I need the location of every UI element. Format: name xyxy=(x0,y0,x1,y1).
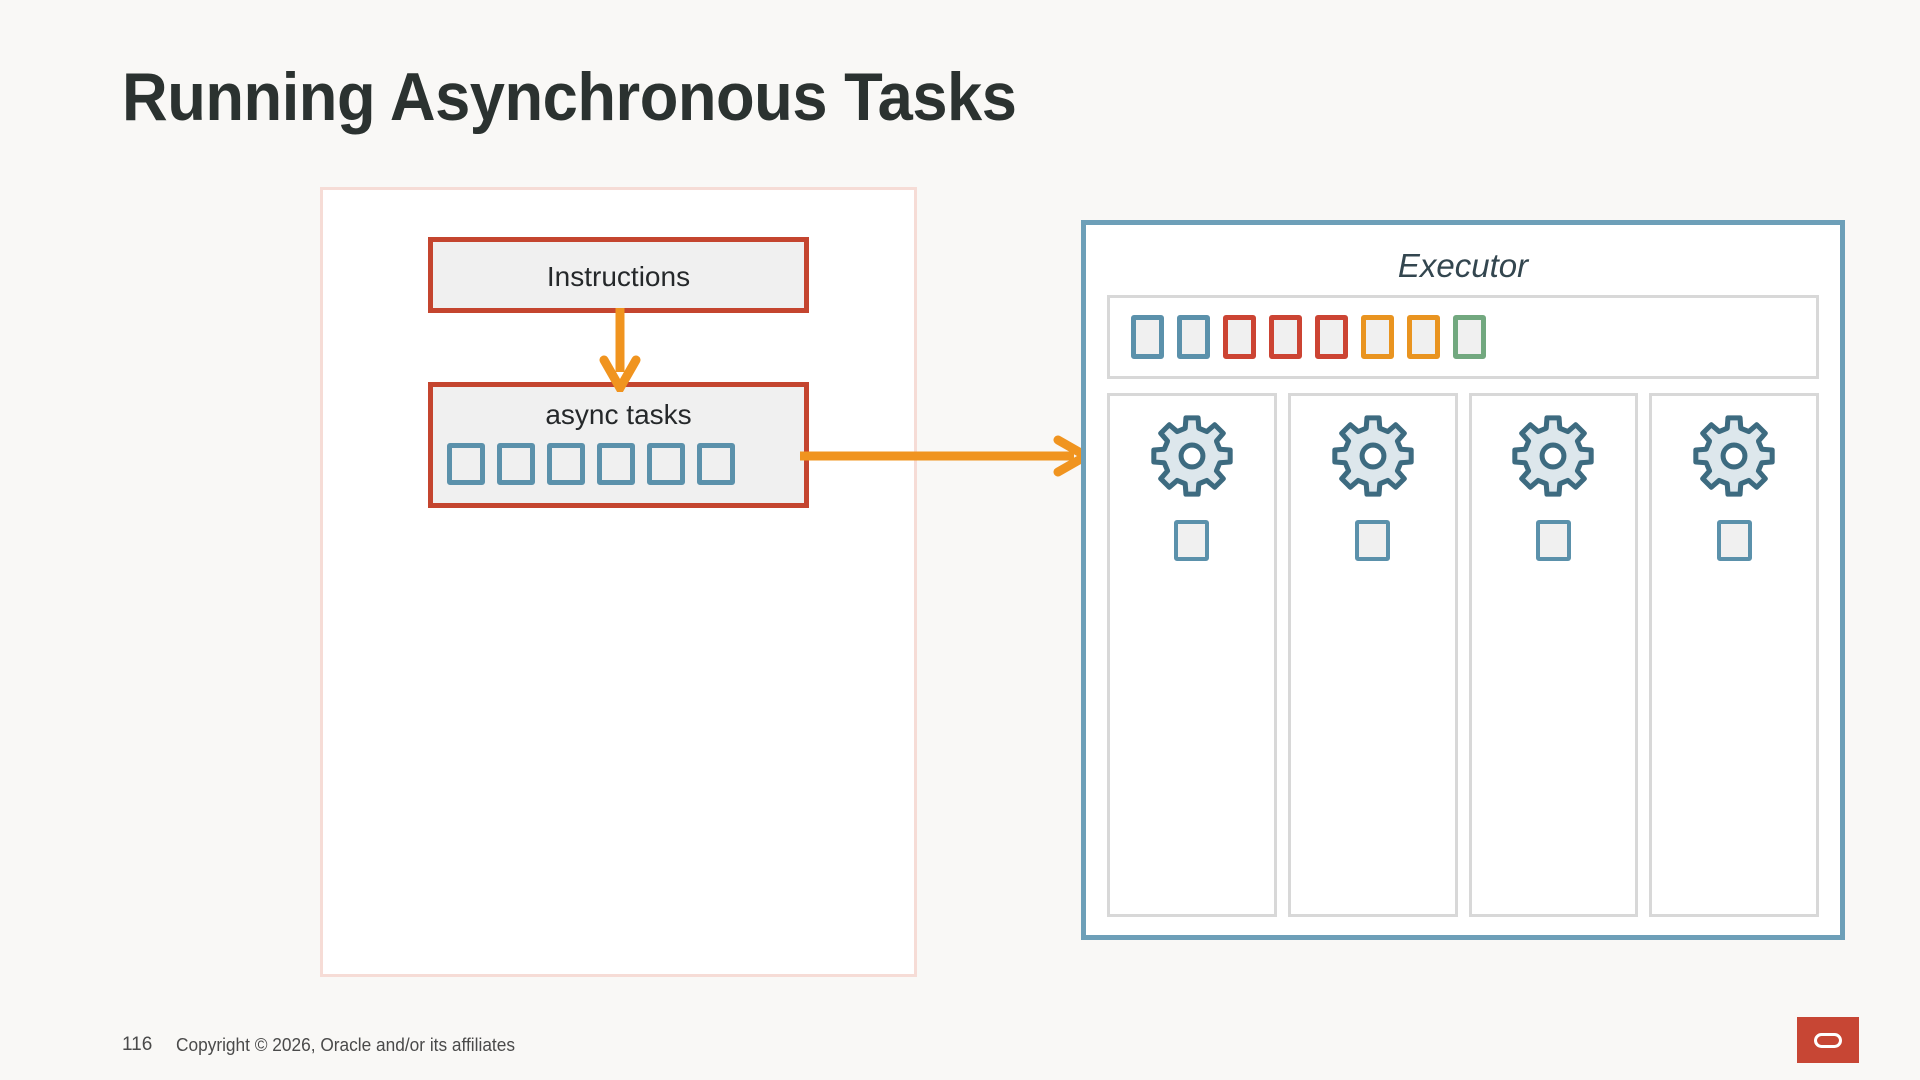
gear-icon xyxy=(1151,415,1233,497)
async-tasks-label: async tasks xyxy=(545,399,692,430)
arrow-right-icon xyxy=(800,435,1090,477)
async-task-square xyxy=(597,443,635,485)
executor-container: Executor xyxy=(1081,220,1845,940)
async-task-square xyxy=(697,443,735,485)
queue-task-square-orange xyxy=(1407,315,1440,359)
gear-wrap xyxy=(1291,414,1455,498)
worker-lane-3 xyxy=(1468,393,1639,917)
async-task-square xyxy=(547,443,585,485)
instructions-label: Instructions xyxy=(546,261,691,292)
worker-task-square xyxy=(1535,520,1571,561)
task-queue-square-row xyxy=(1131,315,1486,359)
arrow-down-icon xyxy=(599,308,641,392)
async-task-square-row xyxy=(447,443,735,485)
instructions-box: Instructions xyxy=(428,237,809,313)
async-task-square xyxy=(647,443,685,485)
page-title: Running Asynchronous Tasks xyxy=(122,59,1017,135)
worker-task-square-wrap xyxy=(1291,520,1455,561)
worker-task-square-wrap xyxy=(1472,520,1636,561)
queue-task-square-blue xyxy=(1131,315,1164,359)
copyright-notice: Copyright © 2026, Oracle and/or its affi… xyxy=(176,1035,515,1055)
queue-task-square-red xyxy=(1269,315,1302,359)
async-tasks-box: async tasks xyxy=(428,382,809,508)
executor-title: Executor xyxy=(1397,247,1529,284)
gear-icon xyxy=(1331,415,1414,497)
async-task-square xyxy=(497,443,535,485)
oracle-logo-mark xyxy=(1814,1032,1842,1048)
async-task-square xyxy=(447,443,485,485)
gear-icon xyxy=(1693,415,1775,497)
worker-task-square-wrap xyxy=(1652,520,1816,561)
worker-lane-row xyxy=(1107,393,1819,917)
gear-wrap xyxy=(1472,414,1636,498)
queue-task-square-red xyxy=(1315,315,1348,359)
worker-task-square xyxy=(1355,520,1391,561)
queue-task-square-orange xyxy=(1361,315,1394,359)
queue-task-square-green xyxy=(1453,315,1486,359)
worker-task-square xyxy=(1716,520,1752,561)
worker-lane-1 xyxy=(1107,393,1277,917)
worker-task-square-wrap xyxy=(1110,520,1274,561)
queue-task-square-red xyxy=(1223,315,1256,359)
worker-task-square xyxy=(1174,520,1210,561)
gear-icon xyxy=(1512,415,1595,497)
page-number: 116 xyxy=(122,1034,153,1055)
worker-lane-2 xyxy=(1287,393,1458,917)
gear-wrap xyxy=(1110,414,1274,498)
queue-task-square-blue xyxy=(1177,315,1210,359)
oracle-logo xyxy=(1797,1017,1859,1063)
gear-wrap xyxy=(1652,414,1816,498)
worker-lane-4 xyxy=(1649,393,1819,917)
task-queue xyxy=(1107,295,1819,379)
